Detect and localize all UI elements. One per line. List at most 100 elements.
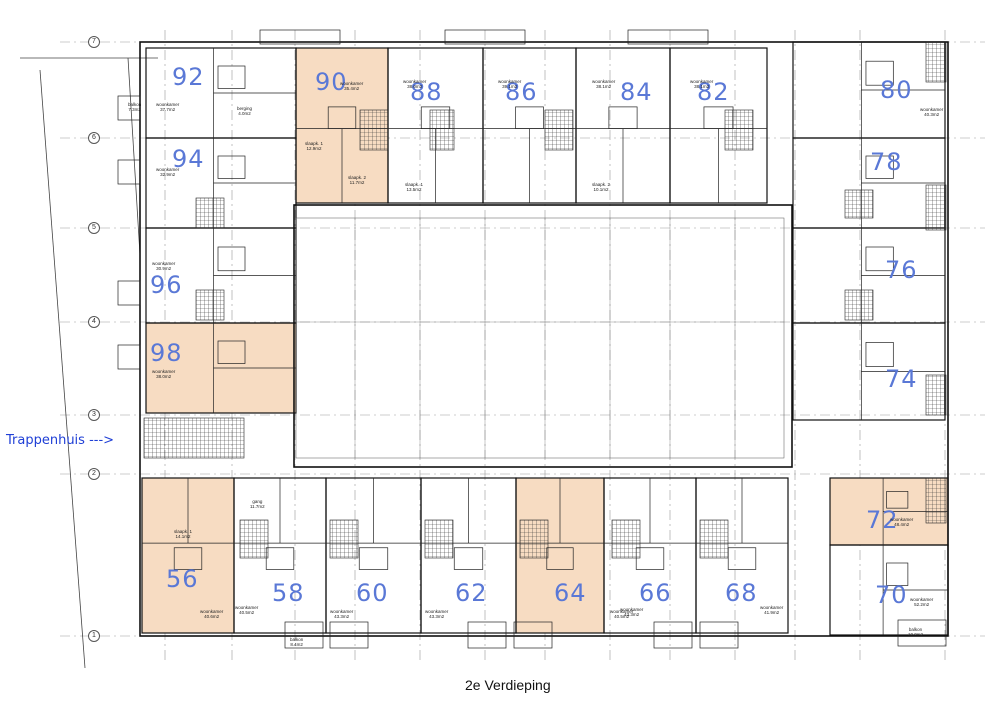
room-label: berging 4.0m2 bbox=[237, 106, 253, 116]
unit-number: 98 bbox=[150, 339, 183, 367]
unit-number: 70 bbox=[875, 581, 908, 609]
unit-number: 72 bbox=[866, 506, 899, 534]
balcony bbox=[117, 344, 141, 370]
walls bbox=[139, 41, 949, 637]
unit-number: 78 bbox=[870, 148, 903, 176]
core-hatch bbox=[239, 519, 269, 559]
room-label: balkon 8.4m2 bbox=[290, 637, 304, 647]
unit-number: 86 bbox=[505, 78, 538, 106]
core-hatch bbox=[429, 109, 455, 151]
room-label: slaapk. 1 13.5m2 bbox=[405, 182, 424, 192]
core-hatch bbox=[544, 109, 574, 151]
room-label: woonkamer 38.1m2 bbox=[690, 79, 714, 89]
core-hatch bbox=[143, 417, 245, 459]
room-label: woonkamer 43.3m2 bbox=[425, 609, 449, 619]
room-label: balkon 7.3m2 bbox=[128, 102, 142, 112]
room-label: woonkamer 40.5m2 bbox=[235, 605, 259, 615]
room-label: woonkamer 48.4m2 bbox=[890, 517, 914, 527]
balcony bbox=[467, 621, 507, 649]
core-hatch bbox=[699, 519, 729, 559]
balcony bbox=[117, 159, 141, 185]
unit-number: 94 bbox=[172, 145, 205, 173]
stairwell-callout: Trappenhuis ---> bbox=[6, 433, 115, 448]
room-label: woonkamer 43.3m2 bbox=[330, 609, 354, 619]
outer-wall bbox=[139, 41, 949, 637]
unit-number: 62 bbox=[455, 579, 488, 607]
room-label: woonkamer 38.1m2 bbox=[592, 79, 616, 89]
room-label: gang 11.7m2 bbox=[250, 499, 265, 509]
core-hatch bbox=[925, 477, 947, 524]
balcony bbox=[653, 621, 693, 649]
core-hatch bbox=[195, 289, 225, 321]
site-boundary bbox=[20, 57, 158, 669]
core-hatch bbox=[724, 109, 754, 151]
unit-number: 64 bbox=[554, 579, 587, 607]
core-hatch bbox=[195, 197, 225, 229]
core-hatch bbox=[925, 374, 947, 416]
balcony bbox=[284, 621, 324, 649]
grid-marker: 5 bbox=[88, 222, 100, 234]
balcony bbox=[117, 95, 141, 121]
room-label: slaapk. 1 12.9m2 bbox=[305, 141, 324, 151]
core-hatch bbox=[424, 519, 454, 559]
core-hatch bbox=[844, 289, 874, 321]
balcony bbox=[897, 619, 947, 647]
unit-number: 58 bbox=[272, 579, 305, 607]
room-label: slaapk. 1 14.1m2 bbox=[174, 529, 193, 539]
room-label: woonkamer 38.0m2 bbox=[403, 79, 427, 89]
unit-number: 96 bbox=[150, 271, 183, 299]
courtyard-lines bbox=[296, 218, 784, 458]
room-label: woonkamer 30.9m2 bbox=[152, 261, 176, 271]
core-hatch bbox=[844, 189, 874, 219]
room-label: slaapk. 2 10.1m2 bbox=[592, 182, 611, 192]
room-label: slaapk. 2 11.7m2 bbox=[348, 175, 367, 185]
balcony bbox=[513, 621, 553, 649]
grid-marker: 2 bbox=[88, 468, 100, 480]
unit-number: 80 bbox=[880, 76, 913, 104]
grid-marker: 6 bbox=[88, 132, 100, 144]
unit-number: 60 bbox=[356, 579, 389, 607]
room-label: woonkamer 41.9m2 bbox=[760, 605, 784, 615]
unit-number: 56 bbox=[166, 565, 199, 593]
room-label: woonkamer 37.7m2 bbox=[156, 102, 180, 112]
unit-number: 92 bbox=[172, 63, 205, 91]
core-hatch bbox=[925, 41, 947, 83]
balcony bbox=[117, 280, 141, 306]
room-label: woonkamer 40.5m2 bbox=[610, 609, 634, 619]
balcony bbox=[699, 621, 739, 649]
room-label: woonkamer 32.9m2 bbox=[156, 167, 180, 177]
core-hatch bbox=[925, 184, 947, 231]
core-hatch bbox=[611, 519, 641, 559]
room-label: woonkamer 39.1m2 bbox=[498, 79, 522, 89]
unit-number: 84 bbox=[620, 78, 653, 106]
unit-number: 66 bbox=[639, 579, 672, 607]
unit-number: 76 bbox=[885, 256, 918, 284]
room-label: balkon 10.0m2 bbox=[908, 627, 924, 637]
room-label: woonkamer 40.3m2 bbox=[920, 107, 944, 117]
balcony bbox=[259, 29, 341, 45]
grid-marker: 7 bbox=[88, 36, 100, 48]
unit-number: 88 bbox=[410, 78, 443, 106]
core-hatch bbox=[359, 109, 389, 151]
room-label: woonkamer 52.2m2 bbox=[910, 597, 934, 607]
room-label: woonkamer 43.3m2 bbox=[620, 607, 644, 617]
floor-caption: 2e Verdieping bbox=[465, 677, 551, 693]
unit-number: 74 bbox=[885, 365, 918, 393]
core-hatches bbox=[143, 41, 947, 559]
courtyard-wall bbox=[293, 204, 793, 468]
room-label: woonkamer 35.4m2 bbox=[340, 81, 364, 91]
core-hatch bbox=[519, 519, 549, 559]
courtyard bbox=[295, 217, 785, 459]
grid-marker: 4 bbox=[88, 316, 100, 328]
balcony bbox=[329, 621, 369, 649]
grid-marker: 3 bbox=[88, 409, 100, 421]
grid-marker: 1 bbox=[88, 630, 100, 642]
balcony bbox=[444, 29, 526, 45]
balcony bbox=[627, 29, 709, 45]
unit-number: 68 bbox=[725, 579, 758, 607]
room-label: woonkamer 40.6m2 bbox=[200, 609, 224, 619]
unit-number: 90 bbox=[315, 68, 348, 96]
unit-number: 82 bbox=[697, 78, 730, 106]
room-label: woonkamer 38.0m2 bbox=[152, 369, 176, 379]
